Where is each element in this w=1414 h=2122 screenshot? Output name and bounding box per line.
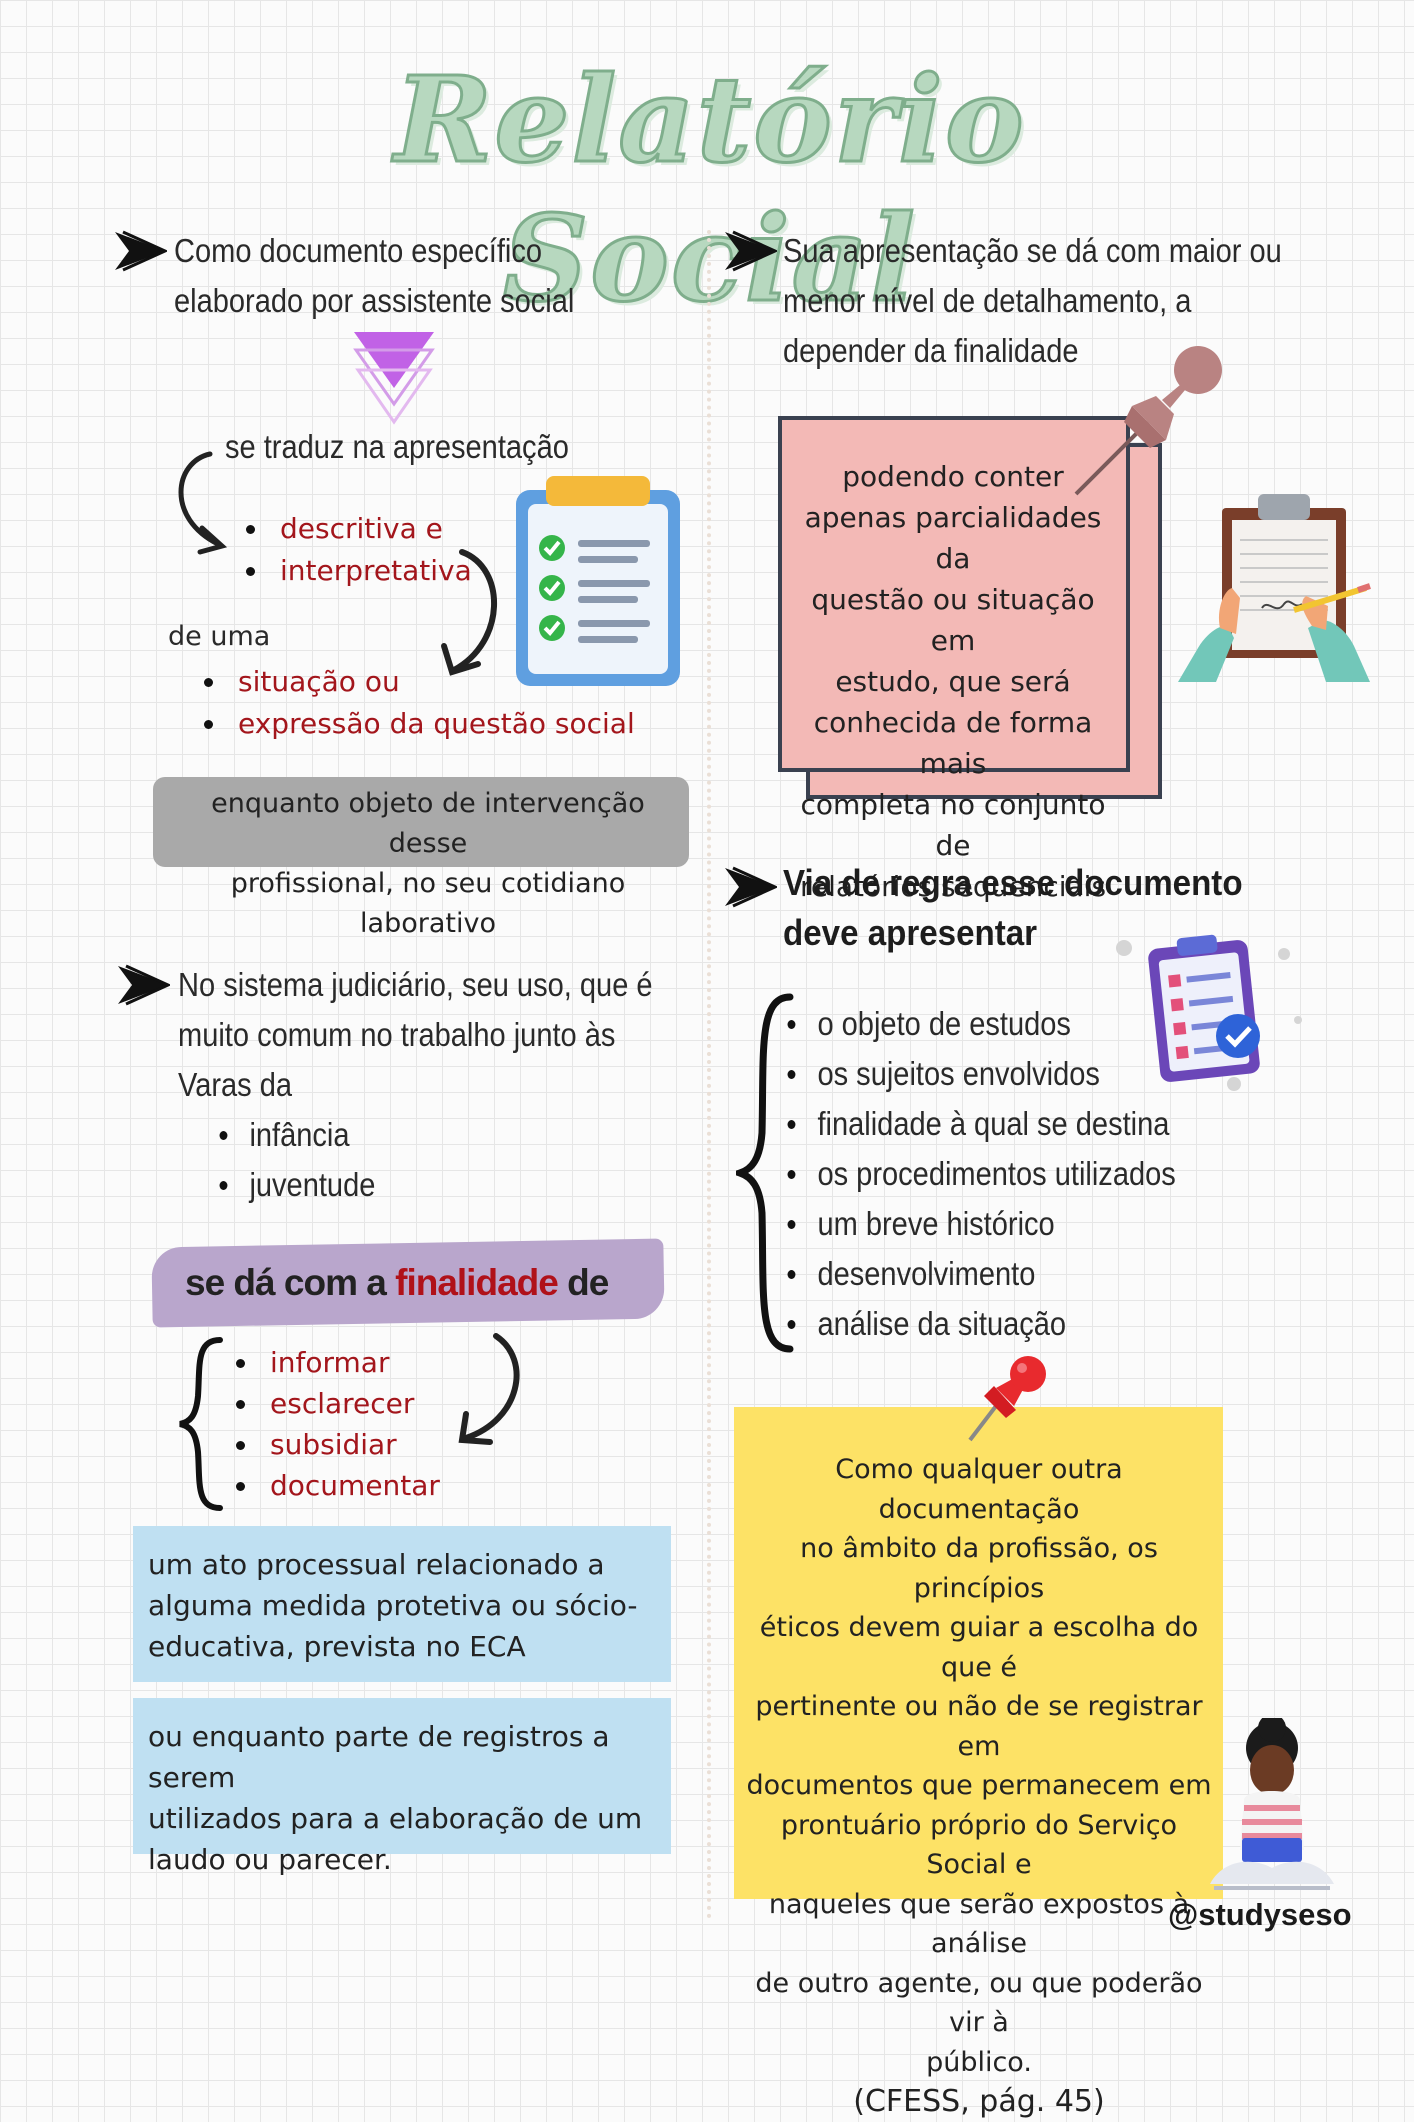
list-item: os procedimentos utilizados <box>784 1149 1176 1199</box>
rule-heading: Via de regra esse documento deve apresen… <box>783 862 1243 953</box>
arrow-bullet-icon <box>118 964 170 1006</box>
arrow-bullet-icon <box>725 230 777 272</box>
object-box <box>153 777 689 867</box>
checklist-clipboard-icon <box>516 476 680 686</box>
list-item: juventude <box>216 1160 375 1210</box>
writing-clipboard-icon <box>1178 494 1371 682</box>
records-box <box>133 1698 671 1854</box>
varas-list: infância juventude <box>216 1110 375 1210</box>
translates-text: se traduz na apresentação <box>225 428 569 465</box>
list-item: os sujeitos envolvidos <box>784 1049 1176 1099</box>
detail-text: Sua apresentação se dá com maior ou meno… <box>783 232 1282 369</box>
list-item: análise da situação <box>784 1299 1176 1349</box>
list-item: interpretativa <box>242 550 472 592</box>
curved-arrow-icon <box>458 1333 520 1445</box>
ethics-note-text: Como qualquer outra documentação no âmbi… <box>744 1450 1214 2122</box>
column-divider <box>707 230 711 1920</box>
intro-text: Como documento específico elaborado por … <box>174 232 575 319</box>
ethics-note <box>734 1407 1223 1899</box>
checklist-tablet-icon <box>1116 934 1302 1091</box>
list-item: situação ou <box>200 661 635 703</box>
report-types-list: descritiva e interpretativa <box>242 508 472 592</box>
list-item: informar <box>232 1342 440 1383</box>
list-item: desenvolvimento <box>784 1249 1176 1299</box>
list-item: finalidade à qual se destina <box>784 1099 1176 1149</box>
list-item: expressão da questão social <box>200 703 635 745</box>
records-text: ou enquanto parte de registros a serem u… <box>148 1720 643 1876</box>
arrow-bullet-icon <box>725 866 777 908</box>
curly-brace-icon <box>736 993 794 1353</box>
purposes-list: informar esclarecer subsidiar documentar <box>232 1342 440 1506</box>
list-item: documentar <box>232 1465 440 1506</box>
list-item: subsidiar <box>232 1424 440 1465</box>
citation: (CFESS, pág. 45) <box>853 2084 1105 2119</box>
curved-arrow-icon <box>178 451 228 555</box>
triangle-down-icon <box>353 332 435 425</box>
list-item: esclarecer <box>232 1383 440 1424</box>
author-handle[interactable]: @studyseso <box>1168 1897 1352 1932</box>
note-card-text: podendo conter apenas parcialidades da q… <box>799 460 1107 903</box>
document-contents-list: o objeto de estudos os sujeitos envolvid… <box>784 999 1176 1349</box>
note-card <box>778 416 1130 772</box>
judicial-text: No sistema judiciário, seu uso, que é mu… <box>178 966 653 1103</box>
purpose-heading: se dá com a finalidade de <box>185 1262 609 1303</box>
list-item: um breve histórico <box>784 1199 1176 1249</box>
curly-brace-icon <box>179 1337 223 1511</box>
curved-arrow-icon <box>441 549 497 676</box>
list-item: o objeto de estudos <box>784 999 1176 1049</box>
situations-list: situação ou expressão da questão social <box>200 661 635 745</box>
list-item: descritiva e <box>242 508 472 550</box>
student-avatar-icon <box>1210 1718 1334 1890</box>
red-pushpin-icon <box>968 1356 1046 1442</box>
legal-act-box <box>133 1526 671 1682</box>
of-a-text: de uma <box>168 621 271 652</box>
push-pin-icon <box>1074 346 1222 496</box>
object-box-text: enquanto objeto de intervenção desse pro… <box>211 788 645 939</box>
list-item: infância <box>216 1110 375 1160</box>
legal-act-text: um ato processual relacionado a alguma m… <box>148 1548 638 1663</box>
arrow-bullet-icon <box>115 230 167 272</box>
